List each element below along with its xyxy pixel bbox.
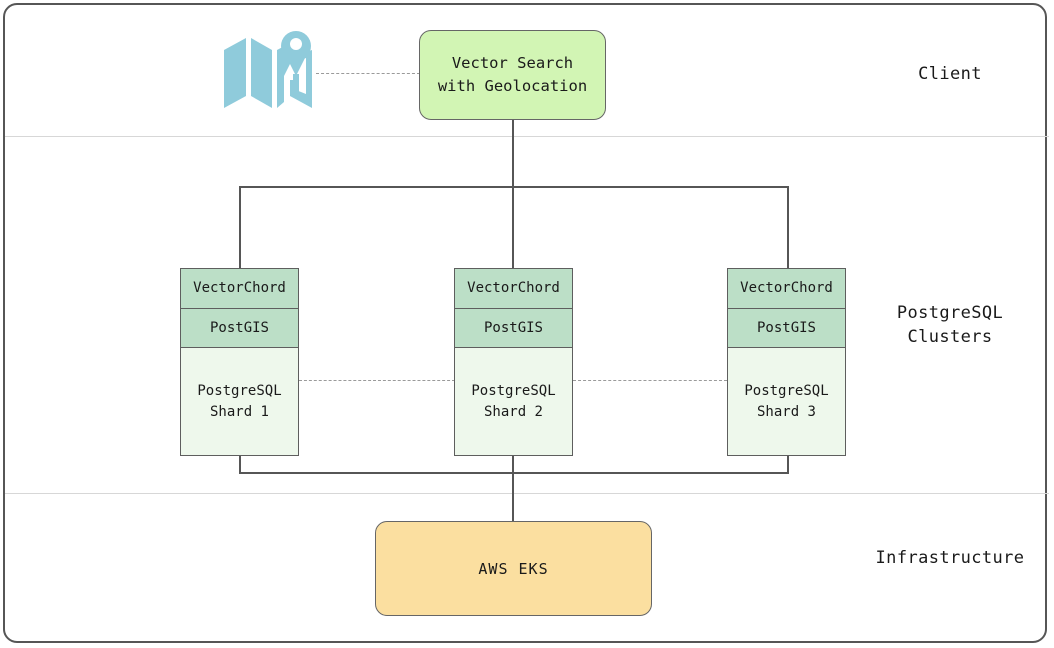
shard-3-extension-vectorchord[interactable]: VectorChord bbox=[727, 268, 846, 309]
connector-bus-to-infrastructure bbox=[512, 455, 514, 523]
shard-stack-2: VectorChord PostGIS PostgreSQL Shard 2 bbox=[454, 268, 573, 456]
shard-2-base-postgresql[interactable]: PostgreSQL Shard 2 bbox=[454, 347, 573, 456]
shard-2-extension-postgis[interactable]: PostGIS bbox=[454, 307, 573, 349]
connector-geo-icon-to-client bbox=[316, 73, 420, 74]
shard-3-base-postgresql[interactable]: PostgreSQL Shard 3 bbox=[727, 347, 846, 456]
shard-2-extension-vectorchord[interactable]: VectorChord bbox=[454, 268, 573, 309]
connector-client-to-bus bbox=[512, 120, 514, 188]
connector-bus-to-shard-3 bbox=[787, 186, 789, 270]
shard-stack-1: VectorChord PostGIS PostgreSQL Shard 1 bbox=[180, 268, 299, 456]
lane-label-client: Client bbox=[918, 64, 982, 84]
lane-divider-client-clusters bbox=[5, 136, 1049, 137]
connector-top-bus bbox=[239, 186, 789, 188]
connector-bus-to-shard-1 bbox=[239, 186, 241, 270]
lane-label-postgresql-clusters: PostgreSQL Clusters bbox=[896, 303, 1004, 347]
lane-label-infrastructure: Infrastructure bbox=[875, 548, 1025, 568]
connector-bus-to-shard-2 bbox=[512, 186, 514, 270]
node-aws-eks[interactable]: AWS EKS bbox=[375, 521, 652, 616]
connector-shard-3-to-bottom-bus bbox=[787, 455, 789, 474]
shard-1-base-postgresql[interactable]: PostgreSQL Shard 1 bbox=[180, 347, 299, 456]
connector-shard-2-to-shard-3 bbox=[573, 380, 727, 381]
shard-1-extension-vectorchord[interactable]: VectorChord bbox=[180, 268, 299, 309]
shard-1-extension-postgis[interactable]: PostGIS bbox=[180, 307, 299, 349]
connector-bottom-bus bbox=[239, 472, 789, 474]
shard-3-extension-postgis[interactable]: PostGIS bbox=[727, 307, 846, 349]
lane-divider-clusters-infrastructure bbox=[5, 493, 1049, 494]
node-vector-search-with-geolocation[interactable]: Vector Search with Geolocation bbox=[419, 30, 606, 120]
map-location-pin-icon bbox=[224, 31, 312, 108]
connector-shard-1-to-shard-2 bbox=[299, 380, 455, 381]
shard-stack-3: VectorChord PostGIS PostgreSQL Shard 3 bbox=[727, 268, 846, 456]
connector-shard-1-to-bottom-bus bbox=[239, 455, 241, 474]
